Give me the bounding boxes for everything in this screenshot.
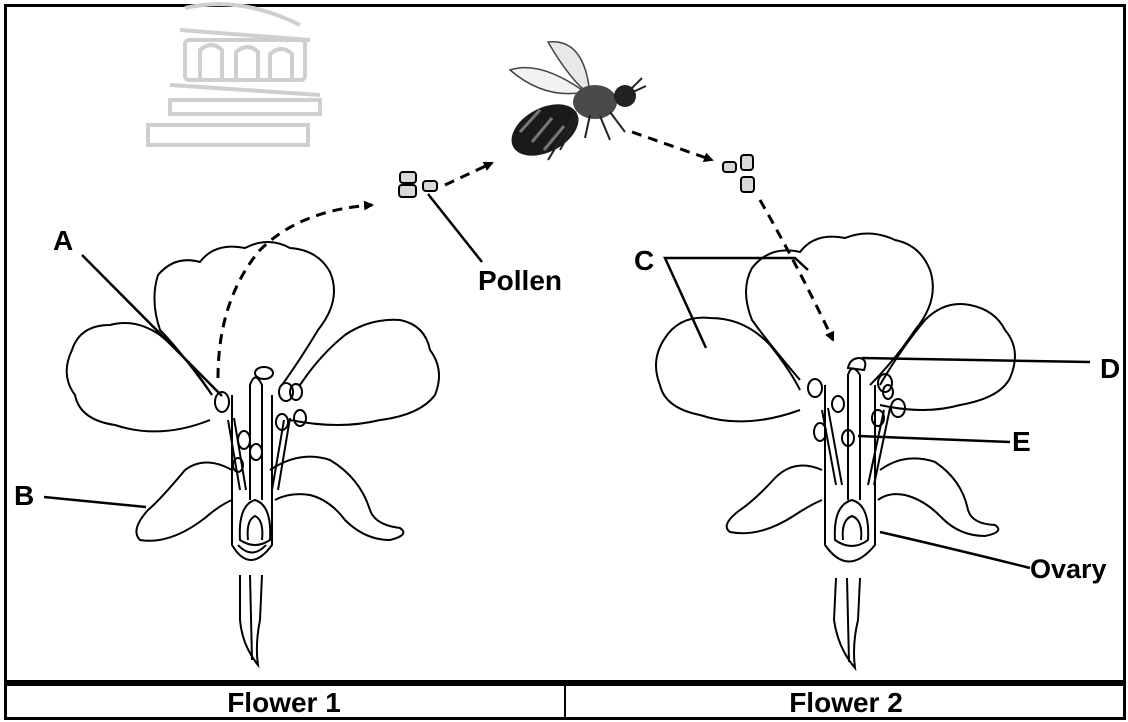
flower-2-ovary [835,500,868,546]
label-a: A [53,225,73,256]
leader-e [858,436,1010,442]
flower-1-style [250,378,262,501]
flower-2-petal-left [656,318,800,422]
arrow-bee-to-pollen [632,132,712,160]
flower-2-illustration [656,233,1015,668]
label-c: C [634,245,654,276]
flower-1-stigma [255,367,273,379]
leader-pollen [428,194,482,262]
caption-flower-1: Flower 1 [4,686,564,720]
flower-1-sepal-left [136,463,232,541]
flower-2-sepal-right [878,458,998,536]
arrow-pollen-to-stigma [760,200,833,340]
flower-1-ovary [240,500,270,545]
caption-flower-2: Flower 2 [564,686,1126,720]
arrow-pollen-to-bee [445,163,492,185]
pollen-grains-left [399,172,437,197]
flower-2-petal-right [880,304,1015,410]
leader-ovary [880,532,1030,568]
building-tower-watermark-icon [148,4,320,145]
label-b: B [14,480,34,511]
flower-2-petal-top [746,233,933,385]
flower-2-stigma [848,358,865,370]
label-d: D [1100,353,1120,384]
caption-row: Flower 1 Flower 2 [4,680,1126,720]
leader-c [665,258,808,348]
flower-1-petal-top [154,242,334,395]
label-ovary: Ovary [1030,554,1107,584]
flower-2-sepal-left [727,466,822,534]
flower-1-sepal-right [270,457,403,540]
flower-1-illustration [67,242,439,665]
label-pollen: Pollen [478,265,562,296]
label-e: E [1012,426,1031,457]
leader-b [44,497,146,507]
flower-1-petal-left [67,323,212,431]
pollen-grains-right [723,155,754,192]
flower-1-petal-right [290,320,439,425]
arrow-anther-to-pollen [218,205,372,378]
pollination-diagram: A B Pollen C D E Ovary [0,0,1128,680]
bee-icon [503,42,646,167]
